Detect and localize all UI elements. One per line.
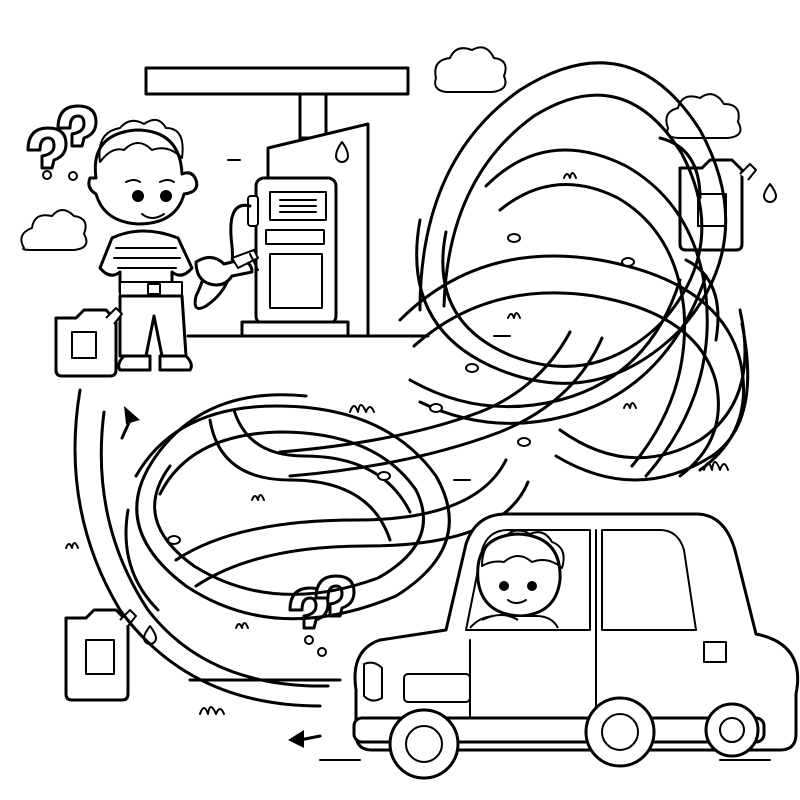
boy-at-pump-icon [87, 118, 259, 372]
question-marks-top-left-icon [26, 104, 98, 181]
boy-driver-icon [469, 529, 565, 629]
car-icon [352, 512, 800, 780]
fuel-pump-icon [186, 122, 430, 338]
cloud-left-icon [20, 209, 88, 251]
fuel-canister-bottom-icon [64, 608, 157, 702]
fuel-canister-left-icon [54, 307, 123, 378]
start-arrow-car-icon [288, 730, 322, 748]
cloud-top-icon [434, 46, 507, 93]
fuel-canister-right-icon [678, 158, 777, 252]
grass-decor [65, 159, 771, 761]
gas-station-roof [144, 66, 410, 140]
maze-paths [73, 61, 750, 708]
end-arrow-boy-icon [120, 406, 140, 440]
cloud-right-icon [665, 93, 742, 139]
